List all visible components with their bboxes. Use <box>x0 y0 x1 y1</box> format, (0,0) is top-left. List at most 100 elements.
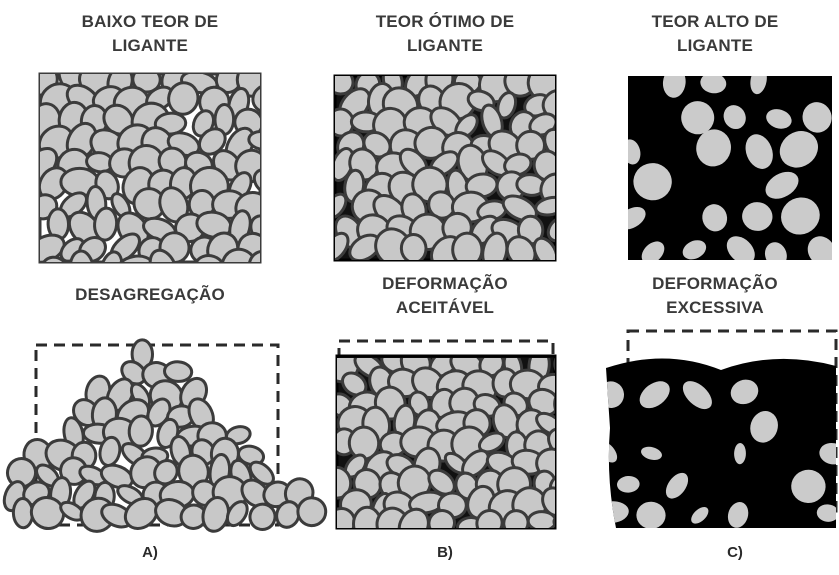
aggregate-particle-a-89 <box>247 249 260 262</box>
acceptable-deformation-illustration <box>335 339 557 530</box>
aggregate-particle-b2-28 <box>553 386 555 423</box>
aggregate-particle-c2-8 <box>819 442 836 465</box>
title-low-binder-line-1: BAIXO TEOR DE <box>81 12 219 31</box>
aggregate-particle-b-71 <box>546 214 555 243</box>
aggregate-particle-a-53 <box>252 168 260 196</box>
aggregate-particle-c-16 <box>781 197 820 235</box>
aggregate-particle-c-9 <box>745 134 773 169</box>
aggregate-particle-c2-16 <box>816 504 836 522</box>
aggregate-particle-c2-11 <box>791 469 826 504</box>
aggregate-particle-c-11 <box>633 163 672 201</box>
aggregate-particle-a2-32 <box>236 444 266 467</box>
aggregate-particle-a2-66 <box>225 500 249 528</box>
aggregate-particle-a2-67 <box>248 502 277 531</box>
aggregate-particle-b-62 <box>534 195 555 217</box>
aggregate-particle-c-14 <box>702 204 728 232</box>
aggregate-particle-a-88 <box>220 247 258 262</box>
title-high-binder-line-2: LIGANTE <box>676 36 753 55</box>
aggregate-particle-b2-75 <box>541 486 555 518</box>
aggregate-particle-a-85 <box>148 248 179 262</box>
title-optimal-binder: TEOR ÓTIMO DE LIGANTE <box>315 10 575 58</box>
aggregate-particle-c-21 <box>807 236 832 260</box>
aggregate-particle-b-15 <box>496 91 518 120</box>
aggregate-particle-a-17 <box>251 83 260 114</box>
aggregate-particle-c2-10 <box>665 472 689 499</box>
caption-b: B) <box>437 544 453 561</box>
high-binder-mix-illustration <box>628 76 832 260</box>
title-low-binder-line-2: LIGANTE <box>111 36 188 55</box>
aggregate-particle-c2-7 <box>734 443 746 465</box>
title-optimal-binder-line-1: TEOR ÓTIMO DE <box>375 12 515 31</box>
title-high-binder-line-1: TEOR ALTO DE <box>651 12 779 31</box>
aggregate-particle-c-4 <box>723 105 746 130</box>
aggregate-particle-c-20 <box>764 242 787 260</box>
aggregate-particle-c-8 <box>696 129 731 167</box>
aggregate-particle-b2-44 <box>477 431 506 454</box>
aggregate-particle-b-17 <box>541 88 555 121</box>
title-acceptable-deformation-line-1: DEFORMAÇÃO <box>382 274 508 293</box>
disaggregation-illustration <box>2 338 328 533</box>
aggregate-particle-c2-1 <box>639 381 670 409</box>
aggregate-particle-c2-14 <box>691 506 709 524</box>
title-excessive-deformation-line-1: DEFORMAÇÃO <box>652 274 778 293</box>
caption-c: C) <box>727 544 743 561</box>
aggregate-particle-b-0 <box>335 76 355 96</box>
title-excessive-deformation: DEFORMAÇÃO EXCESSIVA <box>595 272 835 320</box>
aggregate-particle-b2-82 <box>475 509 504 528</box>
aggregate-particle-a2-69 <box>296 496 328 528</box>
aggregate-particle-c-1 <box>700 76 727 94</box>
aggregate-particle-c2-15 <box>727 502 749 528</box>
aggregate-particle-a-82 <box>68 249 95 262</box>
title-high-binder: TEOR ALTO DE LIGANTE <box>595 10 835 58</box>
aggregate-particle-a2-18 <box>127 414 154 448</box>
aggregate-particle-c-12 <box>765 171 799 199</box>
aggregate-particle-c-2 <box>750 76 767 95</box>
aggregate-particle-c-6 <box>802 102 832 133</box>
aggregate-particle-c2-6 <box>641 446 662 460</box>
title-acceptable-deformation: DEFORMAÇÃO ACEITÁVEL <box>315 272 575 320</box>
aggregate-particle-b2-79 <box>397 507 430 528</box>
aggregate-particle-c-7 <box>628 139 641 165</box>
title-low-binder: BAIXO TEOR DE LIGANTE <box>20 10 280 58</box>
aggregate-particle-a-35 <box>247 130 260 151</box>
aggregate-particle-c-13 <box>628 206 646 230</box>
aggregate-particle-b2-47 <box>547 427 555 460</box>
aggregate-particle-b2-76 <box>337 507 357 528</box>
aggregate-particle-b2-83 <box>502 509 530 528</box>
aggregate-particle-a-83 <box>99 250 124 262</box>
aggregate-particle-b-77 <box>451 231 484 260</box>
title-acceptable-deformation-line-2: ACEITÁVEL <box>395 298 495 317</box>
title-optimal-binder-line-2: LIGANTE <box>406 36 483 55</box>
aggregate-particle-b-54 <box>335 192 348 220</box>
aggregate-particle-a2-3 <box>163 360 194 383</box>
aggregate-particle-c-3 <box>681 101 715 135</box>
aggregate-particle-c2-3 <box>730 379 759 405</box>
aggregate-particle-c-15 <box>742 202 773 231</box>
optimal-binder-mix-illustration <box>333 74 557 262</box>
aggregate-particle-a2-58 <box>29 495 66 531</box>
aggregate-particle-c-10 <box>779 131 819 168</box>
aggregate-particle-a-84 <box>116 254 155 262</box>
aggregate-particle-b-75 <box>399 233 428 260</box>
aggregate-particle-b2-85 <box>552 511 555 528</box>
aggregate-particle-c-5 <box>766 109 792 129</box>
low-binder-mix-illustration <box>38 72 262 264</box>
aggregate-particle-c-17 <box>641 241 665 260</box>
aggregate-particle-a-65 <box>93 206 119 242</box>
aggregate-particle-a-87 <box>193 254 227 262</box>
aggregate-particle-c2-9 <box>617 475 640 493</box>
aggregate-particle-b2-84 <box>526 510 555 528</box>
aggregate-particle-c2-13 <box>636 501 666 528</box>
excessive-deformation-illustration <box>606 329 838 528</box>
title-excessive-deformation-line-2: EXCESSIVA <box>666 298 764 317</box>
aggregate-particle-b2-80 <box>427 509 456 528</box>
title-disaggregation: DESAGREGAÇÃO <box>20 283 280 307</box>
aggregate-particle-b2-57 <box>337 465 353 500</box>
aggregate-particle-b-80 <box>532 236 555 260</box>
aggregate-particle-b2-61 <box>427 468 456 496</box>
aggregate-particle-b-72 <box>335 231 350 260</box>
aggregate-particle-b-79 <box>505 235 537 260</box>
title-disaggregation-line-1: DESAGREGAÇÃO <box>75 285 225 304</box>
aggregate-particle-c-18 <box>682 240 707 260</box>
aggregate-particle-c2-4 <box>750 411 778 443</box>
